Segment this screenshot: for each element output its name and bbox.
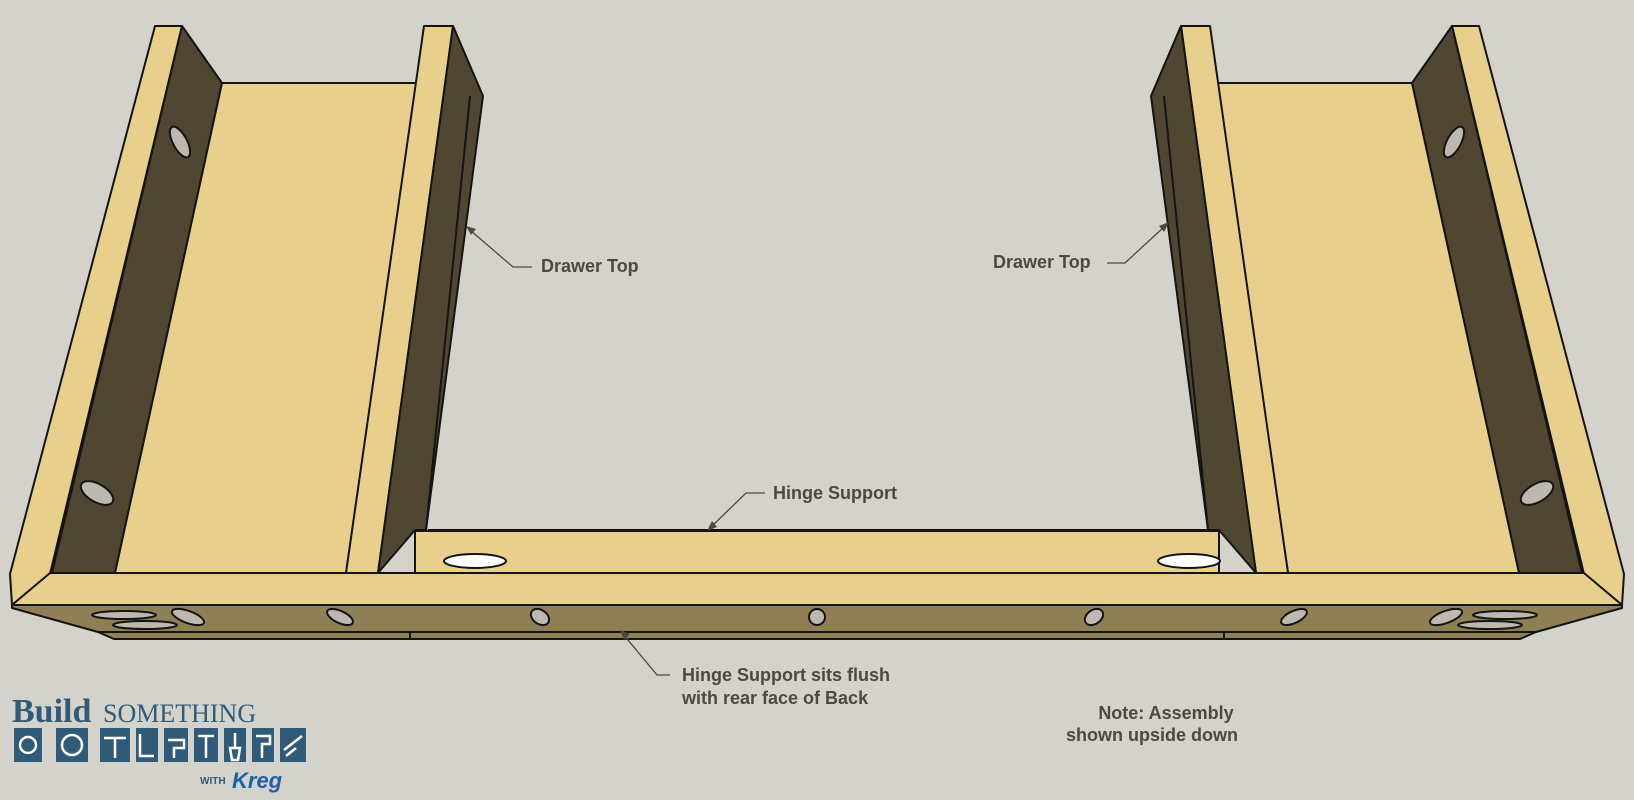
arrowhead [466, 226, 476, 235]
leader-lines [469, 225, 1166, 676]
drawer-top-right-label: Drawer Top [993, 252, 1091, 272]
pocket-hole [112, 620, 178, 630]
pocket-hole [79, 480, 115, 506]
right-middle-edge-line [1163, 95, 1209, 531]
pocket-hole [1083, 607, 1105, 627]
leader-hinge-support [710, 492, 765, 528]
hinge-hole [1157, 553, 1221, 569]
right-drawer-section [1150, 25, 1625, 606]
pocket-hole [91, 610, 157, 620]
sander-icon [280, 728, 306, 762]
pocket-hole [1280, 607, 1308, 627]
pocket-hole [170, 607, 206, 627]
pocket-hole [529, 607, 551, 627]
pocket-hole [1519, 480, 1555, 506]
assembly-note-line2: shown upside down [1066, 725, 1238, 745]
saw-blade-icon [14, 728, 42, 762]
pocket-hole [1457, 620, 1523, 630]
logo-tool-icons [14, 728, 306, 762]
logo-kreg-text: Kreg [232, 768, 283, 793]
back-board-top-face [11, 572, 1623, 606]
pocket-hole [1472, 610, 1538, 620]
arrowhead [1159, 222, 1169, 232]
pocket-hole [1442, 125, 1466, 159]
assembly-note-line1: Note: Assembly [1098, 703, 1233, 723]
drawer-top-left-label: Drawer Top [541, 256, 639, 276]
pocket-hole [326, 607, 354, 627]
pocket-hole [168, 125, 192, 159]
right-outer-side-face [1451, 25, 1625, 606]
square-icon [136, 728, 158, 762]
hinge-hole [443, 553, 507, 569]
flush-note-line1: Hinge Support sits flush [682, 665, 890, 685]
arrowhead [620, 630, 630, 640]
logo-build-text: Build [12, 693, 91, 730]
logo-something-text: SOMETHING [103, 699, 256, 728]
leader-flush-note [622, 633, 670, 676]
pocket-hole [808, 608, 826, 626]
arrowhead [707, 521, 717, 531]
left-drawer-section [9, 25, 484, 606]
flush-note-line2: with rear face of Back [681, 688, 869, 708]
logo-icon-glyphs [18, 733, 303, 762]
leader-arrowheads [466, 222, 1169, 640]
hinge-support-face [414, 530, 1220, 574]
back-board-bottom-strip [97, 631, 1537, 640]
back-board [11, 572, 1623, 640]
hinge-support-board [414, 529, 1221, 574]
leader-drawer-top-right [1107, 225, 1166, 264]
logo-with-text: WITH [200, 776, 226, 787]
leader-drawer-top-left [469, 229, 532, 268]
left-middle-edge-line [425, 95, 471, 531]
hinge-support-label: Hinge Support [773, 483, 897, 503]
pocket-hole [1428, 607, 1464, 627]
build-something-logo: Build SOMETHING WITH Kreg [12, 693, 306, 793]
